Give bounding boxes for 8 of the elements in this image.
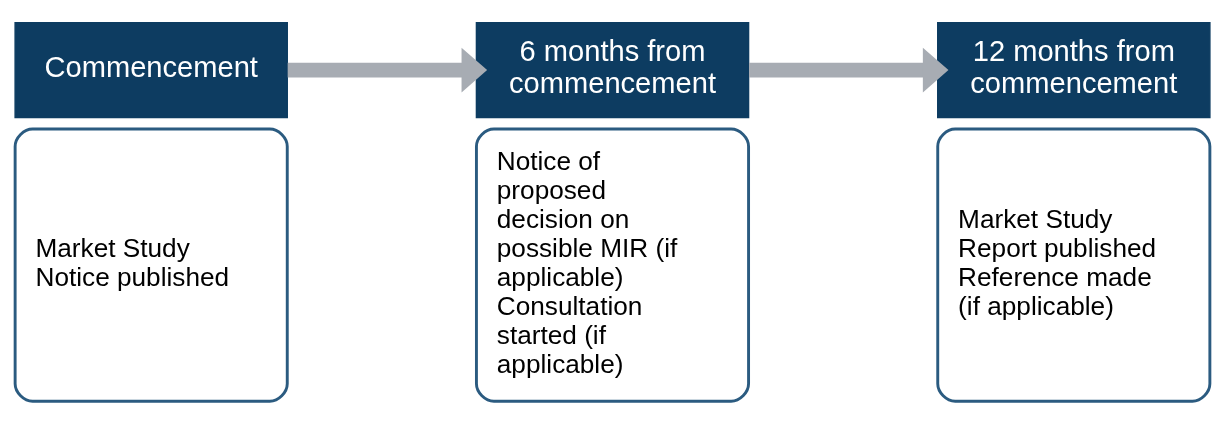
node-box: 6 months from commencement (475, 21, 750, 118)
arrow (287, 47, 488, 92)
node-box: Market Study Report published Reference made (if applicable) (936, 127, 1212, 403)
node-box: Market Study Notice published (13, 127, 289, 403)
arrow (749, 47, 949, 92)
node-box: Commencement (14, 21, 288, 118)
node-box: 12 months from commencement (937, 21, 1211, 118)
node-box: Notice of proposed decision on possible MIR (if applicable) Consultation started (if applicable) (475, 127, 750, 403)
